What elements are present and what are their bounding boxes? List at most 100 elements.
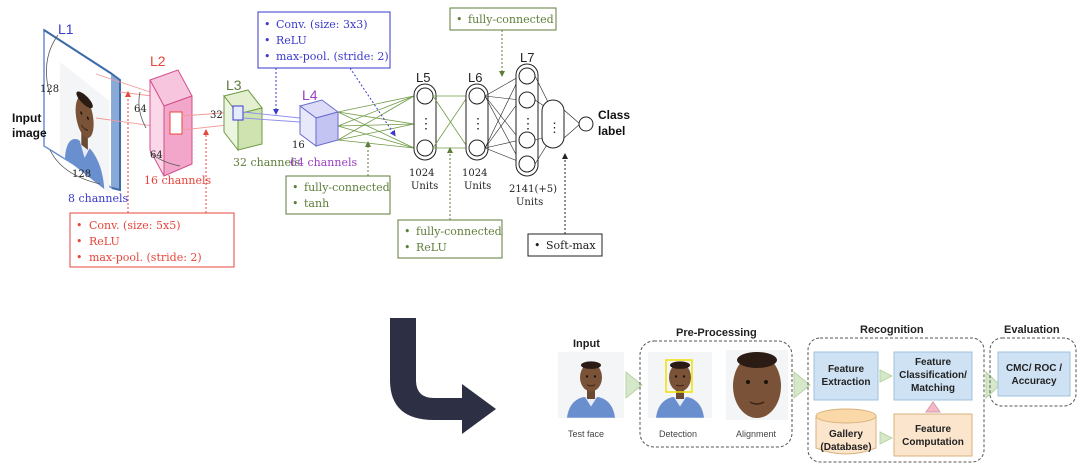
- l4-l5-connections: [337, 95, 415, 149]
- l5-ellipsis: ⋮: [419, 116, 433, 132]
- cmc-roc-module: CMC/ ROC / Accuracy: [997, 351, 1071, 397]
- l7-units-label: Units: [516, 197, 543, 208]
- l2-label: L2: [150, 53, 166, 69]
- l7-label: L7: [520, 50, 534, 65]
- cmc-roc-line-1: CMC/ ROC /: [1006, 363, 1062, 374]
- alignment-image: [726, 350, 788, 420]
- feature-extraction-line-2: Extraction: [822, 377, 871, 388]
- cnn-architecture: L1 128 128 8 channels Input image L2 64 …: [12, 7, 630, 268]
- l2-width-label: 64: [150, 150, 163, 161]
- conv5-line-3: max-pool. (stride: 2): [89, 251, 202, 264]
- test-face-image: [558, 351, 624, 419]
- l5-units-num: 1024: [409, 168, 434, 179]
- fc-relu-line-1: fully-connected: [416, 225, 502, 238]
- fc-tanh-bullet-2: •: [292, 197, 299, 210]
- arrow-gallery-to-computation: [879, 431, 894, 445]
- input-image-label-2: image: [12, 126, 47, 140]
- fc-tanh-bullet-1: •: [292, 181, 299, 194]
- l5-l6-connections: [432, 95, 469, 149]
- softmax-line-1: Soft-max: [546, 239, 596, 252]
- softmax-column: ⋮: [541, 99, 565, 149]
- curved-down-right-arrow-icon: [390, 318, 496, 434]
- layer-l3: L3 32 32 channels: [210, 77, 300, 169]
- l3-channels-label: 32 channels: [233, 156, 300, 169]
- feature-classification-line-2: Classification/: [899, 370, 967, 381]
- conv3-arrow-2: [349, 67, 396, 137]
- l3-label: L3: [226, 77, 242, 93]
- l6-units-num: 1024: [462, 168, 487, 179]
- conv3-annotation-box: • Conv. (size: 3x3) • ReLU • max-pool. (…: [257, 11, 391, 69]
- l5-units-label: Units: [411, 181, 438, 192]
- class-label-2: label: [598, 124, 625, 138]
- l1-channels-label: 8 channels: [68, 192, 128, 205]
- l3-l4-projection: [242, 111, 301, 123]
- fc-relu-annotation-box: • fully-connected • ReLU: [397, 219, 503, 259]
- l1-depth: [111, 73, 121, 192]
- l7-ellipsis: ⋮: [521, 116, 535, 132]
- stage-evaluation-title: Evaluation: [1004, 324, 1060, 336]
- fc-tanh-line-2: tanh: [304, 197, 329, 210]
- fc-tanh-line-1: fully-connected: [304, 181, 390, 194]
- l6-label: L6: [468, 70, 482, 85]
- arrow-input-to-preprocessing: [625, 370, 643, 400]
- softmax-ellipsis: ⋮: [548, 121, 561, 136]
- fc-relu-line-2: ReLU: [416, 241, 447, 254]
- gallery-database-module: Gallery (Database): [815, 408, 877, 455]
- conv5-bullet-2: •: [76, 235, 83, 248]
- fc-top-annotation-box: • fully-connected: [449, 7, 557, 31]
- feature-classification-line-1: Feature: [915, 357, 952, 368]
- conv3-line-1: Conv. (size: 3x3): [276, 18, 367, 31]
- layer-l7: ⋮ L7 2141(+5) Units: [509, 50, 557, 208]
- caption-alignment: Alignment: [736, 429, 777, 439]
- fc-relu-bullet-2: •: [404, 241, 411, 254]
- conv3-bullet-2: •: [264, 34, 271, 47]
- fc-top-bullet-1: •: [456, 13, 463, 26]
- face-photo-icon: [560, 351, 622, 419]
- fc-top-line-1: fully-connected: [468, 13, 554, 26]
- l1-height-label: 128: [40, 84, 59, 95]
- detection-image: [648, 351, 712, 419]
- arrow-preprocessing-to-recognition: [793, 370, 811, 400]
- fc-relu-bullet-1: •: [404, 225, 411, 238]
- class-output-node: [578, 116, 594, 132]
- conv3-bullet-3: •: [264, 50, 271, 63]
- arrow-computation-to-classification: [925, 401, 941, 413]
- caption-detection: Detection: [659, 429, 697, 439]
- recognition-pipeline: Input Test face Pre-Processing Detection…: [558, 324, 1077, 463]
- feature-extraction-line-1: Feature: [828, 364, 865, 375]
- l4-label: L4: [302, 87, 318, 103]
- softmax-bullet-1: •: [534, 239, 541, 252]
- cmc-roc-line-2: Accuracy: [1011, 376, 1056, 387]
- stage-recognition-title: Recognition: [860, 324, 924, 336]
- l1-width-label: 128: [72, 169, 91, 180]
- l3-height-label: 32: [210, 110, 223, 121]
- evaluation-group: [989, 337, 1077, 407]
- class-label-1: Class: [598, 108, 630, 122]
- caption-test-face: Test face: [568, 429, 604, 439]
- conv5-line-1: Conv. (size: 5x5): [89, 219, 180, 232]
- layer-l2: L2 64 64 16 channels: [134, 53, 211, 187]
- feature-computation-module: Feature Computation: [893, 413, 973, 457]
- layer-l6: ⋮ L6 1024 Units: [462, 70, 491, 192]
- layer-l1: L1 128 128 8 channels: [40, 21, 128, 205]
- preprocessing-group: [639, 340, 793, 448]
- detection-box: [665, 359, 693, 393]
- l6-l7-connections: [484, 75, 521, 163]
- l6-units-label: Units: [464, 181, 491, 192]
- gallery-line-1: Gallery: [829, 429, 863, 440]
- feature-classification-line-3: Matching: [911, 383, 955, 394]
- l4-height-label: 16: [292, 140, 305, 151]
- softmax-output-connections: [563, 109, 581, 139]
- feature-extraction-module: Feature Extraction: [813, 351, 879, 401]
- conv3-line-2: ReLU: [276, 34, 307, 47]
- feature-classification-module: Feature Classification/ Matching: [893, 351, 973, 401]
- l2-height-label: 64: [134, 104, 147, 115]
- feature-computation-line-2: Computation: [902, 437, 964, 448]
- conv5-bullet-3: •: [76, 251, 83, 264]
- l1-top-edge: [43, 29, 113, 75]
- input-image-label-1: Input: [12, 111, 41, 125]
- gallery-line-2: (Database): [820, 442, 871, 453]
- arrow-extraction-to-classification: [879, 369, 894, 383]
- conv5-bullet-1: •: [76, 219, 83, 232]
